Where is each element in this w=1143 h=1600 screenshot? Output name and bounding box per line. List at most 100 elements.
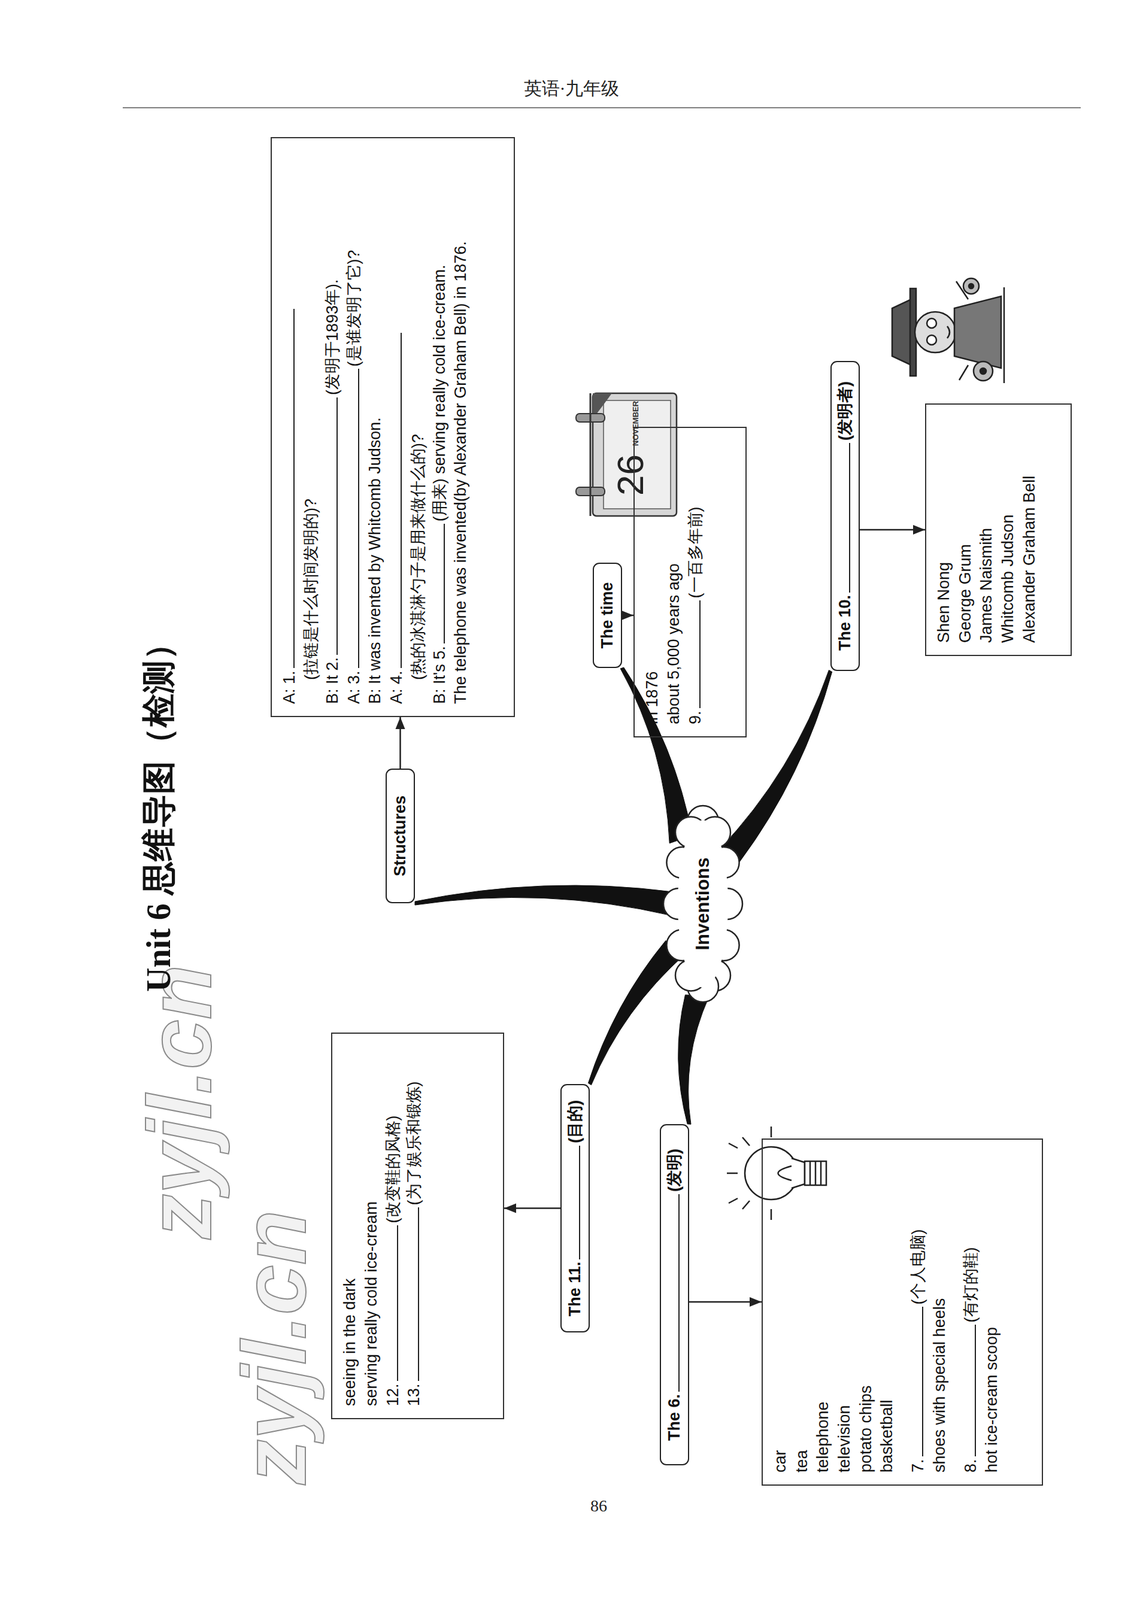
node-text: A: 4. xyxy=(387,670,406,705)
text-row: The telephone was invented(by Alexander … xyxy=(450,150,472,705)
node-text: (发明者) xyxy=(835,381,854,441)
branch-label: The 11. (目的) xyxy=(560,1084,590,1333)
branch-label: The 6. (发明) xyxy=(659,1124,690,1466)
text-row: B: It 2.(发明于1893年). xyxy=(322,150,344,705)
node-text: George Grum xyxy=(956,544,975,644)
text-row: shoes with special heels xyxy=(929,1151,951,1473)
calendar-date: 26 xyxy=(611,454,650,496)
text-row: (拉链是什么时间发明的)? xyxy=(300,150,323,705)
watermark: zyjl.cn xyxy=(222,1210,327,1486)
branch-label: The 10. (发明者) xyxy=(830,361,860,672)
mind-map-branch xyxy=(587,940,686,1085)
text-row: (热的冰淇淋勺子是用来做什么的)? xyxy=(407,150,430,705)
node-text: television xyxy=(835,1405,854,1473)
answer-blank xyxy=(386,332,402,669)
node-text: The time xyxy=(598,581,617,649)
arrow-connector xyxy=(395,717,406,769)
text-row: 9. (一百多年前) xyxy=(684,440,706,725)
diagram-title: Unit 6 思维导图（检测） xyxy=(136,626,183,993)
text-row: The 11. (目的) xyxy=(564,1100,586,1318)
node-text: (发明) xyxy=(665,1148,684,1193)
node-text: (用来) serving really cold ice-cream. xyxy=(430,264,449,522)
branch-label: Structures xyxy=(385,768,415,904)
text-row: potato chips xyxy=(855,1151,878,1473)
answer-blank xyxy=(564,1145,581,1260)
calendar-month: NOVEMBER xyxy=(631,401,641,447)
text-row: seeing in the dark xyxy=(339,1046,362,1407)
node-text: The 11. xyxy=(565,1262,584,1318)
light-bulb-illustration xyxy=(726,1126,827,1221)
node-text: The telephone was invented(by Alexander … xyxy=(451,241,470,705)
answer-blank xyxy=(343,368,359,669)
node-text: seeing in the dark xyxy=(340,1278,359,1407)
content-box: A: 1.(拉链是什么时间发明的)?B: It 2.(发明于1893年).A: … xyxy=(270,137,515,718)
content-box: carteatelephonetelevisionpotato chipsbas… xyxy=(761,1138,1044,1487)
text-row xyxy=(950,1151,960,1473)
answer-blank xyxy=(834,443,851,593)
node-text: The 6. xyxy=(665,1394,684,1442)
central-cloud: Inventions xyxy=(664,802,742,1006)
node-text: (有灯的鞋) xyxy=(961,1247,980,1323)
text-row: Shen Nong xyxy=(933,416,955,644)
node-text: 13. xyxy=(404,1383,423,1407)
node-text: car xyxy=(771,1450,790,1473)
mind-map-stage: Unit 6 思维导图（检测）zyjl.cnzyjl.cn26NOVEMBERS… xyxy=(132,131,1085,1491)
text-row: George Grum xyxy=(954,416,977,644)
watermark: zyjl.cn xyxy=(128,965,232,1240)
text-row: car xyxy=(769,1151,792,1473)
node-text: (热的冰淇淋勺子是用来做什么的)? xyxy=(408,434,427,681)
text-row: television xyxy=(834,1151,856,1473)
text-row: Alexander Graham Bell xyxy=(1019,416,1041,644)
answer-blank xyxy=(322,397,338,656)
text-row: The time xyxy=(596,581,618,649)
node-text: Shen Nong xyxy=(934,562,953,644)
node-text: Structures xyxy=(390,795,409,877)
header-rule xyxy=(0,0,1143,120)
content-box: in 1876about 5,000 years ago9. (一百多年前) xyxy=(633,426,747,738)
node-text: (一百多年前) xyxy=(686,506,705,599)
text-row: The 10. (发明者) xyxy=(834,381,856,651)
node-text: hot ice-cream scoop xyxy=(982,1327,1001,1473)
node-text: potato chips xyxy=(856,1385,875,1473)
node-text: B: It was invented by Whitcomb Judson. xyxy=(365,417,384,705)
node-text: A: 1. xyxy=(280,670,299,705)
inventor-illustration xyxy=(892,278,1005,384)
answer-blank xyxy=(684,600,700,709)
text-row: in 1876 xyxy=(641,440,664,725)
page-number: 86 xyxy=(0,1496,1143,1517)
text-row: Structures xyxy=(389,795,411,877)
node-text: in 1876 xyxy=(643,671,662,725)
node-text: serving really cold ice-cream xyxy=(362,1201,381,1407)
node-text: Inventions xyxy=(692,857,714,951)
text-row: basketball xyxy=(876,1151,899,1473)
node-text: B: It 2. xyxy=(323,657,342,705)
text-row: The 6. (发明) xyxy=(664,1148,685,1442)
text-row: A: 3.(是谁发明了它)? xyxy=(343,150,365,705)
text-row: 7.(个人电脑) xyxy=(907,1151,930,1473)
text-row: 13.(为了娱乐和锻炼) xyxy=(403,1046,426,1407)
node-text: 8. xyxy=(961,1459,980,1473)
text-row: Inventions xyxy=(692,857,714,951)
node-text: (是谁发明了它)? xyxy=(344,249,363,367)
node-text: (拉链是什么时间发明的)? xyxy=(301,498,320,681)
node-text: telephone xyxy=(813,1401,832,1473)
text-row: A: 1. xyxy=(279,150,301,705)
text-row: B: It's 5. (用来) serving really cold ice-c… xyxy=(429,150,451,705)
text-row: about 5,000 years ago xyxy=(663,440,685,725)
node-text: The 10. xyxy=(835,595,854,651)
node-text: 9. xyxy=(686,710,705,725)
node-text: Alexander Graham Bell xyxy=(1020,476,1039,644)
mind-map-branch xyxy=(678,995,710,1125)
text-row: telephone xyxy=(812,1151,835,1473)
calendar-illustration xyxy=(575,393,677,517)
node-text: (目的) xyxy=(565,1100,584,1144)
answer-blank xyxy=(907,1307,924,1457)
mind-map-branch xyxy=(414,885,673,917)
answer-blank xyxy=(429,523,445,644)
node-text: B: It's 5. xyxy=(430,646,449,705)
node-text: tea xyxy=(792,1450,811,1473)
text-row: James Naismith xyxy=(975,416,998,644)
node-text: about 5,000 years ago xyxy=(664,563,683,725)
node-text: (个人电脑) xyxy=(908,1229,927,1305)
answer-blank xyxy=(403,1207,420,1382)
